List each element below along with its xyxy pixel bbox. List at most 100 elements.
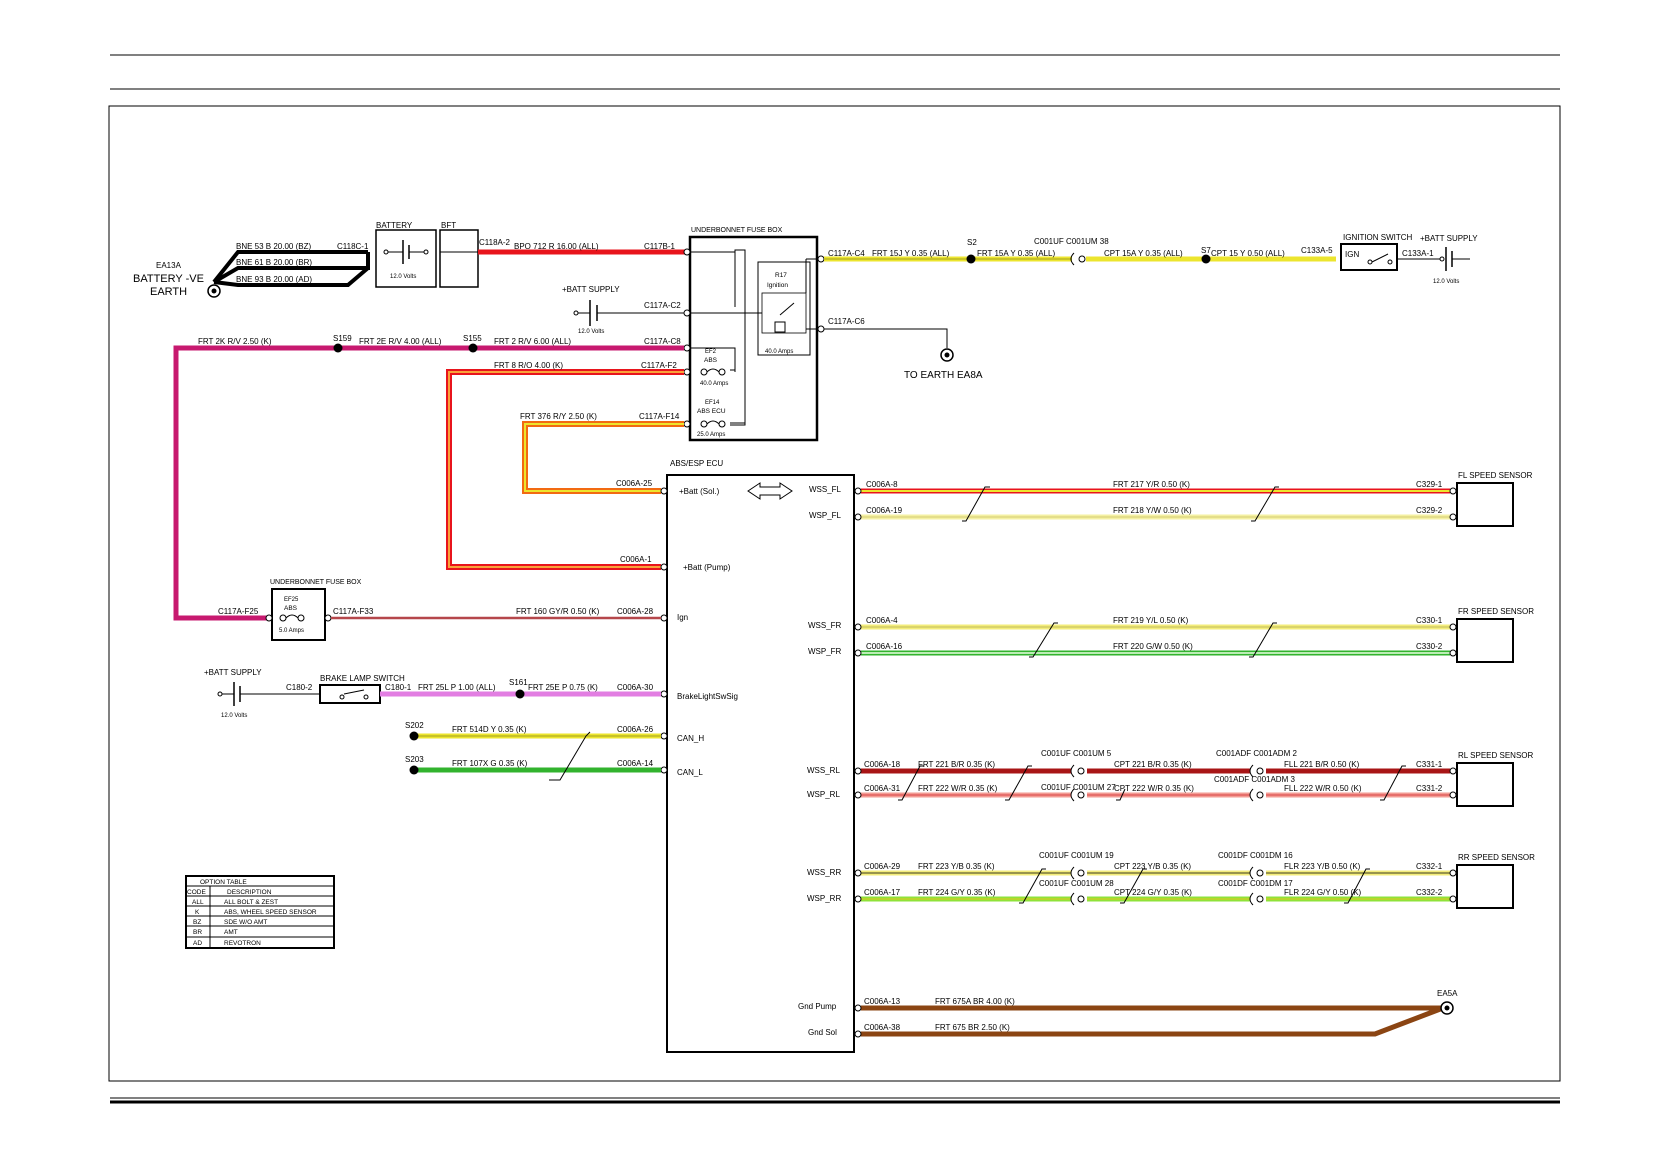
- fl-pin-sensor-1: [1449, 487, 1457, 495]
- option-desc-all: ALL BOLT & ZEST: [224, 899, 278, 906]
- ignition-switch-title: IGNITION SWITCH: [1343, 233, 1413, 242]
- rr-d2: FLR 224 G/Y 0.50 (K): [1284, 888, 1362, 897]
- rl-inline-1b-pin: [1256, 767, 1264, 775]
- ecu-wsp-fl: WSP_FL: [809, 511, 842, 520]
- bft-box: [439, 229, 479, 288]
- fr-sensor-title: FR SPEED SENSOR: [1458, 607, 1534, 616]
- battery-volts: 12.0 Volts: [390, 274, 416, 280]
- ef25-pin-r: [324, 614, 332, 622]
- rl-d2: FLL 222 W/R 0.50 (K): [1284, 784, 1362, 793]
- batt-mid-pin: [573, 310, 579, 316]
- battery-earth-group: EA13A BATTERY -VE EARTH BNE 53 B 20.00 (…: [133, 242, 370, 298]
- ecu-pinL-25: [660, 487, 668, 495]
- relay-name: Ignition: [767, 282, 788, 289]
- rr-sensor-title: RR SPEED SENSOR: [1458, 853, 1535, 862]
- fr-c2: C006A-16: [866, 642, 903, 651]
- orange-feed: FRT 8 R/O 4.00 (K) C117A-F2: [446, 361, 684, 570]
- batt-supply-mid: +BATT SUPPLY 12.0 Volts C117A-C2: [562, 285, 684, 335]
- batt-supply-mid-volts: 12.0 Volts: [578, 329, 604, 335]
- brake-batt-label: +BATT SUPPLY: [204, 668, 262, 677]
- rl-inline-2b-pin: [1256, 791, 1264, 799]
- gnd-w13: FRT 675A BR 4.00 (K): [935, 997, 1015, 1006]
- fl-e1: C329-1: [1416, 480, 1443, 489]
- ubfb-f2-label: C117A-F2: [641, 361, 677, 370]
- rr-pin-sensor-2: [1449, 895, 1457, 903]
- ubfb-bus-c8: [690, 347, 736, 372]
- rr-speed-sensor-circuit: RR SPEED SENSOR C006A-29 FRT 223 Y/B 0.3…: [854, 851, 1535, 909]
- earth-label-1: BATTERY -VE: [133, 273, 204, 285]
- earth-connector: C118C-1: [337, 242, 369, 251]
- fr-c1: C006A-4: [866, 616, 898, 625]
- rl-j1b: C001ADF C001ADM 2: [1216, 749, 1297, 758]
- rl-inline-1a-pin: [1077, 767, 1085, 775]
- rl-c2: C006A-31: [864, 784, 901, 793]
- ecu-pin-batt-sol: +Batt (Sol.): [679, 487, 720, 496]
- ignition-line: C117A-C4 FRT 15J Y 0.35 (ALL) S2 FRT 15A…: [824, 237, 1336, 266]
- ry-wire-outer: [522, 421, 684, 494]
- option-table-frame: [185, 875, 335, 949]
- option-code-k: K: [195, 909, 200, 916]
- ign-wire3-label: CPT 15A Y 0.35 (ALL): [1104, 249, 1183, 258]
- ubfb-c6-label: C117A-C6: [828, 317, 865, 326]
- brake-wire2-label: FRT 25E P 0.75 (K): [528, 683, 598, 692]
- ef14-name: ABS ECU: [697, 408, 726, 415]
- rr-e1: C332-1: [1416, 862, 1443, 871]
- rr-a2: FRT 224 G/Y 0.35 (K): [918, 888, 996, 897]
- rr-c1: C006A-29: [864, 862, 901, 871]
- ecu-conn-28: C006A-28: [617, 607, 654, 616]
- fr-w1: FRT 219 Y/L 0.50 (K): [1113, 616, 1189, 625]
- earth-wire-br: [212, 252, 370, 284]
- ef2-fuse-icon-r: [718, 368, 726, 376]
- brake-sw-pin2: [363, 694, 369, 700]
- batt-supply-right-volts: 12.0 Volts: [1433, 279, 1459, 285]
- ecu-pin-batt-pump: +Batt (Pump): [683, 563, 731, 572]
- rr-inline-1b-icon: [1249, 866, 1254, 880]
- orange-wire-label: FRT 8 R/O 4.00 (K): [494, 361, 563, 370]
- rr-twist-3: [1344, 868, 1370, 904]
- ef25-fuse-l: [279, 614, 287, 622]
- ign-connector-label: C001UF C001UM 38: [1034, 237, 1109, 246]
- ef2-fuse-icon: [706, 368, 720, 373]
- pin-c8: [683, 344, 691, 352]
- fr-pin-sensor-2: [1449, 649, 1457, 657]
- ign-sw-pin2: [1387, 259, 1393, 265]
- ry-wire-inner: [524, 423, 684, 492]
- ecu-bidirectional-arrow-icon: [747, 482, 793, 500]
- ecu-wss-rl: WSS_RL: [807, 766, 840, 775]
- ecu-wsp-rr: WSP_RR: [807, 894, 841, 903]
- pink-wire: [173, 345, 684, 621]
- inline-connector-pin: [1078, 255, 1086, 263]
- ef2-id: EF2: [705, 349, 717, 355]
- ry-feed: FRT 376 R/Y 2.50 (K) C117A-F14: [520, 412, 684, 494]
- rl-c1: C006A-18: [864, 760, 901, 769]
- rr-pin-sensor-1: [1449, 869, 1457, 877]
- pin-c4: [817, 255, 825, 263]
- battery-pin-left: [383, 249, 389, 255]
- s159-label: S159: [333, 334, 352, 343]
- batt-supply-mid-label: +BATT SUPPLY: [562, 285, 620, 294]
- ecu-pin-can-h: CAN_H: [677, 734, 704, 743]
- fl-pin-sensor-2: [1449, 513, 1457, 521]
- ef25-pin-l: [265, 614, 273, 622]
- batt-right-pin: [1439, 256, 1445, 262]
- orange-wire-outer: [446, 369, 684, 570]
- option-table-title: OPTION TABLE: [200, 879, 247, 886]
- ecu-conn-26: C006A-26: [617, 725, 654, 734]
- rl-b1: CPT 221 B/R 0.35 (K): [1114, 760, 1192, 769]
- ign-wire2-label: FRT 15A Y 0.35 (ALL): [977, 249, 1055, 258]
- ubfb-c2-label: C117A-C2: [644, 301, 681, 310]
- brake-wire1-label: FRT 25L P 1.00 (ALL): [418, 683, 496, 692]
- rl-b2: CPT 222 W/R 0.35 (K): [1114, 784, 1194, 793]
- ubfb-c4-label: C117A-C4: [828, 249, 865, 258]
- ea5a-label: EA5A: [1437, 989, 1458, 998]
- fr-pin-ecu-1: [854, 623, 862, 631]
- ecu-wss-fl: WSS_FL: [809, 485, 842, 494]
- ecu-pinL-30: [660, 690, 668, 698]
- earth-wire-label-bz: BNE 53 B 20.00 (BZ): [236, 242, 311, 251]
- main-feed-connector: C117B-1: [644, 242, 676, 251]
- ef14-fuse-icon: [706, 420, 720, 425]
- rl-speed-sensor-circuit: RL SPEED SENSOR C006A-18 FRT 221 B/R 0.3…: [854, 749, 1534, 807]
- rl-a2: FRT 222 W/R 0.35 (K): [918, 784, 998, 793]
- ignition-switch-box: [1340, 243, 1398, 271]
